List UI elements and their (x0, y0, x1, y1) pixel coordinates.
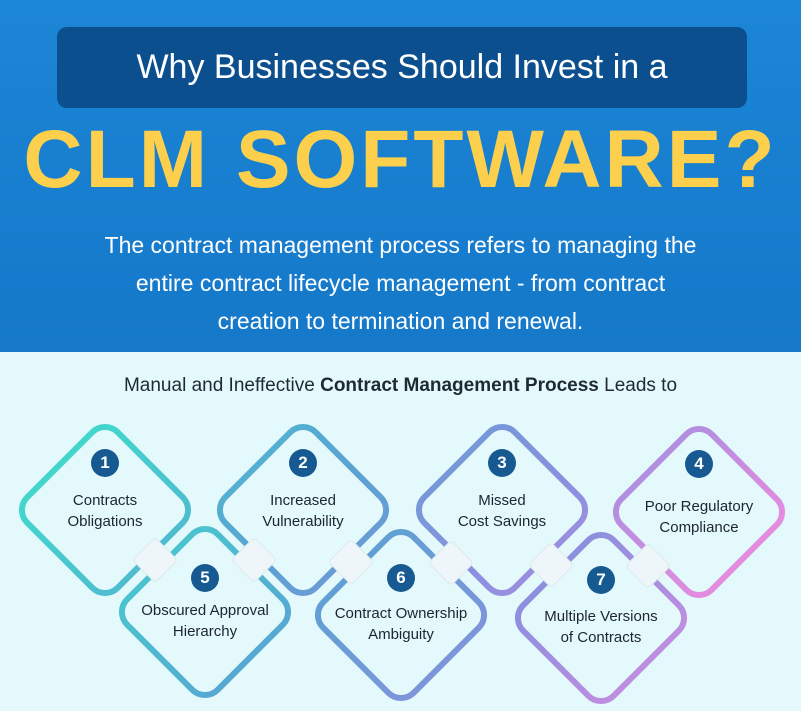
item-label-line: Hierarchy (172, 623, 238, 640)
item-label: Multiple Versions of Contracts (521, 606, 681, 648)
link-connector (429, 541, 473, 585)
title-box: Why Businesses Should Invest in a (57, 27, 747, 108)
number-badge: 6 (387, 564, 415, 592)
item-label-line: Obscured Approval (141, 602, 269, 619)
item-label-line: Ambiguity (368, 626, 434, 643)
description-line: creation to termination and renewal. (217, 308, 584, 334)
headline: CLM SOFTWARE? (23, 114, 778, 205)
link-connector (133, 538, 177, 582)
item-label-line: Compliance (659, 519, 739, 536)
section-subtitle: Manual and Ineffective Contract Manageme… (0, 374, 801, 398)
number-badge: 7 (587, 566, 615, 594)
hero-banner: Why Businesses Should Invest in a CLM SO… (0, 0, 801, 352)
subtitle-text: Manual and Ineffective (123, 375, 321, 396)
item-label-line: Cost Savings (457, 513, 547, 530)
item-label-line: Multiple Versions (544, 608, 658, 625)
description-line: entire contract lifecycle management - f… (135, 270, 666, 296)
item-label-line: Contract Ownership (334, 605, 468, 622)
link-connector (329, 540, 373, 584)
page-title: Why Businesses Should Invest in a (136, 48, 668, 86)
item-label-line: Poor Regulatory (644, 498, 754, 515)
connectors (133, 538, 670, 588)
subtitle-text: Leads to (598, 375, 678, 396)
description: The contract management process refers t… (0, 226, 801, 340)
item-label-line: Missed (478, 492, 526, 509)
link-connector (529, 543, 573, 587)
item-label-line: of Contracts (560, 629, 642, 646)
item-label-line: Contracts (72, 492, 138, 509)
item-label-line: Obligations (67, 513, 143, 530)
number-badge: 2 (289, 449, 317, 477)
number-badge: 1 (91, 449, 119, 477)
number-badge: 3 (488, 449, 516, 477)
link-connector (626, 544, 670, 588)
description-line: The contract management process refers t… (104, 232, 697, 258)
item-label-line: Increased (270, 492, 336, 509)
subtitle-bold: Contract Management Process (320, 375, 599, 396)
number-badge: 4 (685, 450, 713, 478)
number-badge: 5 (191, 564, 219, 592)
link-connector (232, 538, 276, 582)
item-label-line: Vulnerability (262, 513, 344, 530)
